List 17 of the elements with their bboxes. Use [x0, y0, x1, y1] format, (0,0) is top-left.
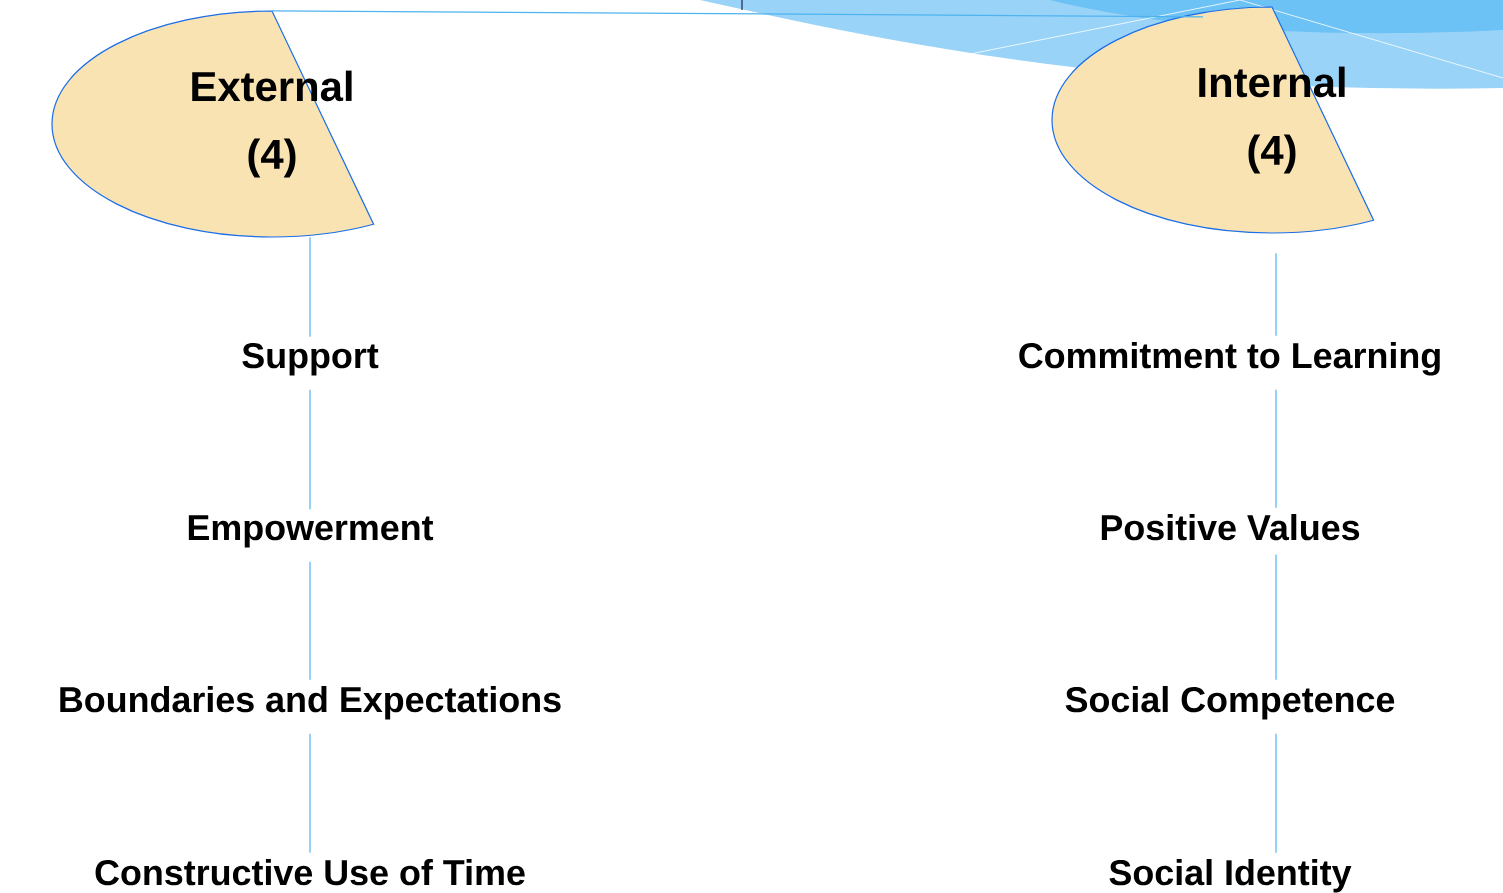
connector-line: [271, 10, 1204, 18]
item-label: Social Competence: [1065, 686, 1395, 720]
connector-line: [309, 561, 311, 681]
connector-line: [309, 733, 311, 854]
connector-line: [309, 389, 311, 510]
item-label: Commitment to Learning: [1019, 342, 1440, 376]
item-label: Boundaries and Expectations: [60, 686, 561, 720]
connector-line: [1275, 553, 1277, 681]
connector-line: [1275, 733, 1277, 854]
item-label: Support: [242, 342, 379, 376]
item-label: Constructive Use of Time: [95, 859, 525, 886]
connector-line: [1275, 252, 1277, 337]
connector-line: [1275, 389, 1277, 509]
connector-line: [309, 236, 311, 338]
item-label: Positive Values: [1101, 514, 1360, 541]
item-label: Social Identity: [1109, 859, 1352, 893]
item-label: Empowerment: [188, 515, 434, 548]
